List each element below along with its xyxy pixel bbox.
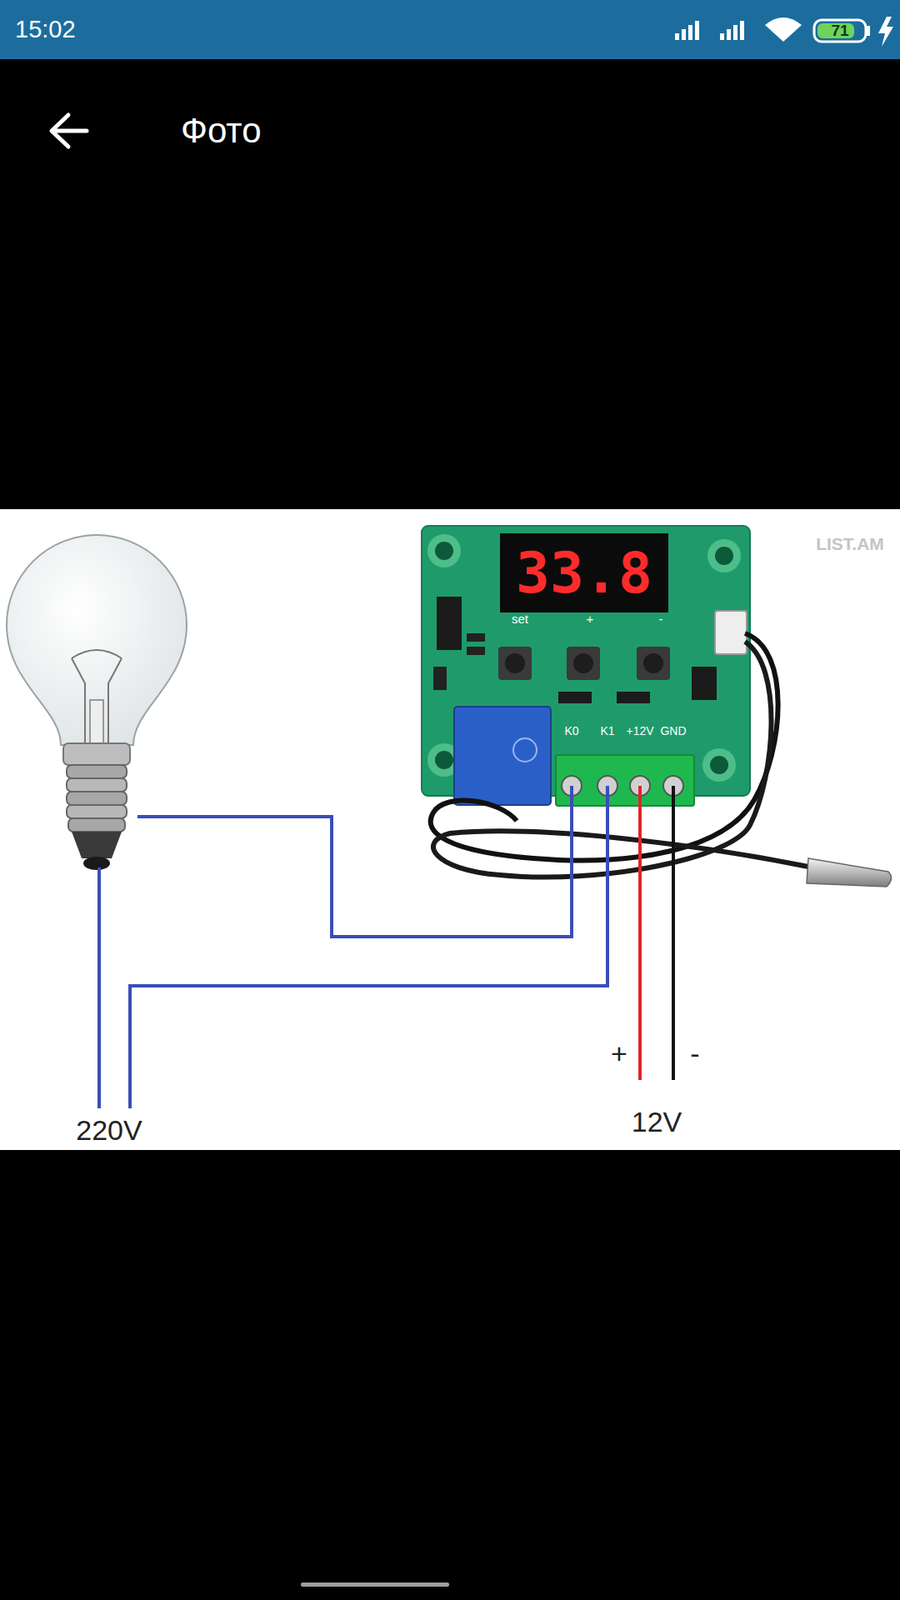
clock: 15:02 [15,16,76,44]
charging-icon [878,16,894,47]
polarity-sign: + [610,1038,628,1070]
bulb-filament [71,650,122,745]
signal-bar [733,25,738,40]
temperature-probe [806,858,892,887]
watermark: LIST.AM [815,534,885,554]
push-button-cap [505,653,525,674]
bulb-insulator [71,831,122,859]
ic-chip [436,596,462,650]
signal-bar [726,29,731,40]
push-button [566,646,600,680]
transistor [691,666,717,700]
pin-name: K0 [564,725,579,738]
led-display: 33.8 [500,533,669,613]
signal-bar [695,20,700,40]
bulb-thread [66,791,127,805]
wire [97,867,101,1109]
bulb-thread [66,805,127,819]
bulb-thread [68,818,125,832]
signal-bar [688,25,693,40]
picture-ground [0,509,900,1150]
button-label: - [659,612,664,627]
smd-part [466,646,485,655]
relay-logo [513,738,537,762]
smd-part [466,633,485,642]
wifi-icon [765,17,802,42]
smd-part [558,691,592,704]
mounting-hole [710,755,729,775]
wire [130,785,608,1109]
bulb-collar [63,743,130,765]
smd-part [616,691,650,704]
signal-bar [681,29,686,40]
signal-icon [675,20,745,40]
voltage-label: 12V [631,1106,683,1138]
signal-bar [740,20,745,40]
wire [638,785,642,1080]
mounting-hole [435,541,454,560]
pin-name: GND [660,725,686,738]
pin-name: K1 [600,725,615,738]
signal-bar [675,33,680,40]
bulb-stem [90,700,104,745]
mounting-hole [427,534,461,568]
sensor-cable [433,641,809,878]
back-arrow [51,115,87,147]
signal-bar [720,33,725,40]
wire [671,785,675,1080]
push-button-cap [643,653,664,674]
bulb-thread [66,765,127,779]
bulb-glass [6,535,187,745]
wire [137,785,572,937]
bulb-contact [83,856,110,870]
sensor-connector [715,610,747,655]
bulb-base [63,743,130,870]
button-label: + [586,612,595,627]
push-button [498,646,532,680]
pcb-board: set + - K0 K1 +12V GND 33.8 [421,525,750,796]
nav-indicator [300,1582,450,1587]
voltage-label: 220V [75,1115,142,1146]
bulb-thread [66,778,127,792]
pin-name: +12V [625,725,654,738]
push-button [636,646,670,680]
battery-level: 71 [830,22,849,40]
sensor-cable [430,633,779,860]
terminal-screws [561,775,684,796]
screen-title: Фото [180,111,262,150]
mounting-hole [715,546,734,565]
buttons [498,646,670,680]
mounting-hole [702,748,736,782]
push-button-cap [573,653,594,674]
status-bar [0,0,900,60]
relay [454,706,551,805]
smd-part [433,666,447,690]
mounting-hole [435,750,454,770]
battery-tip [866,25,870,36]
display-reading: 33.8 [515,542,653,605]
polarity-sign: - [690,1038,700,1070]
mounting-hole [707,539,741,573]
battery-outline [814,20,866,42]
button-label: set [511,612,529,627]
